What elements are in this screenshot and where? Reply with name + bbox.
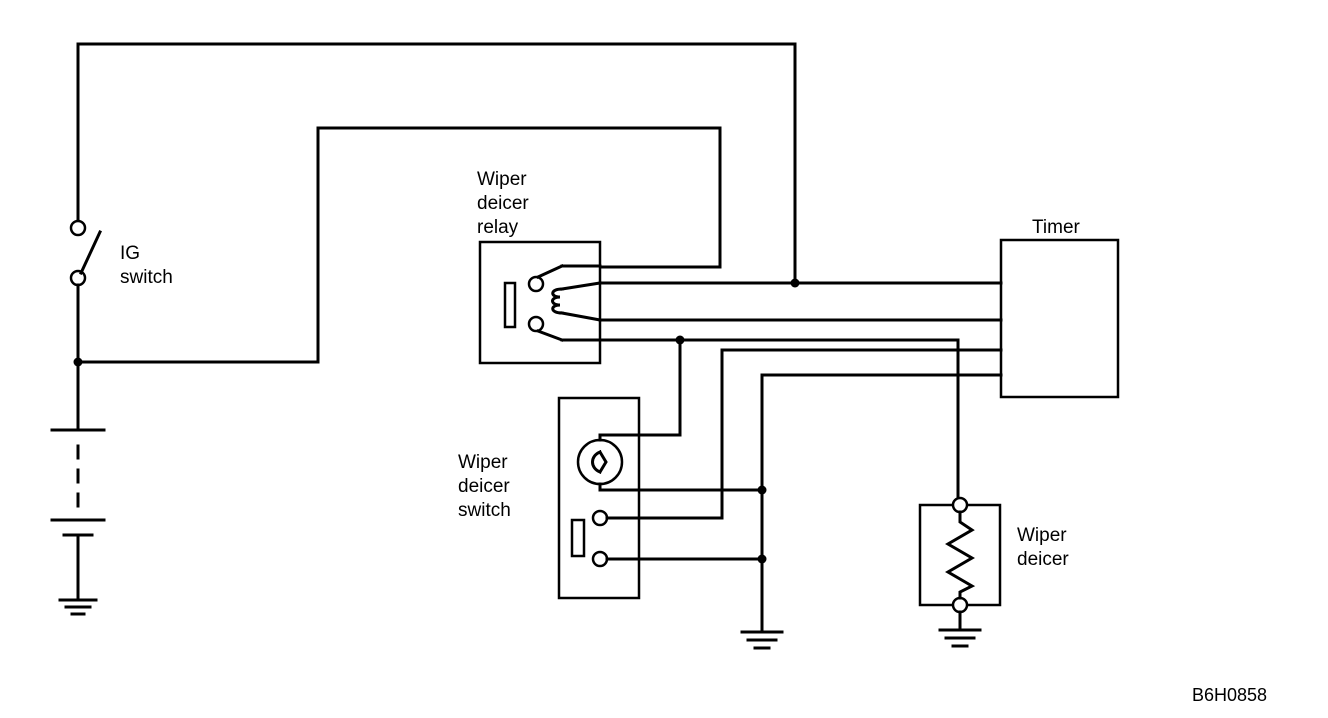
deicer-switch-box xyxy=(557,396,641,600)
junction-switch-ground xyxy=(757,554,767,564)
deicer-switch-internals xyxy=(570,338,764,568)
junction-timer-feed xyxy=(790,278,800,288)
wire-ground-to-timer xyxy=(760,373,1003,632)
battery-symbol xyxy=(50,428,106,602)
junction-switch-lamp-ground xyxy=(757,485,767,495)
wire-battery-to-relay xyxy=(76,126,722,364)
ground-symbol-battery xyxy=(58,598,98,616)
label-relay: Wiper deicer relay xyxy=(477,169,529,238)
label-deicer: Wiper deicer xyxy=(1017,525,1069,570)
label-ig-switch: IG switch xyxy=(120,243,173,288)
label-deicer-switch: Wiper deicer switch xyxy=(458,452,511,521)
ground-symbol-switch xyxy=(740,630,784,650)
ig-switch-symbol xyxy=(69,219,102,432)
wire-switch-to-timer xyxy=(720,348,1003,520)
ground-symbol-deicer xyxy=(938,628,982,648)
wire-ig-to-timer-feed xyxy=(76,42,797,285)
deicer-internals xyxy=(945,496,976,630)
relay-box xyxy=(478,240,602,365)
wire-relay-out-to-deicer xyxy=(598,338,960,500)
junction-battery xyxy=(73,357,83,367)
timer-box xyxy=(999,238,1120,399)
label-diagram-code: B6H0858 xyxy=(1192,685,1268,705)
relay-internals xyxy=(503,264,602,342)
label-timer: Timer xyxy=(1032,217,1080,238)
